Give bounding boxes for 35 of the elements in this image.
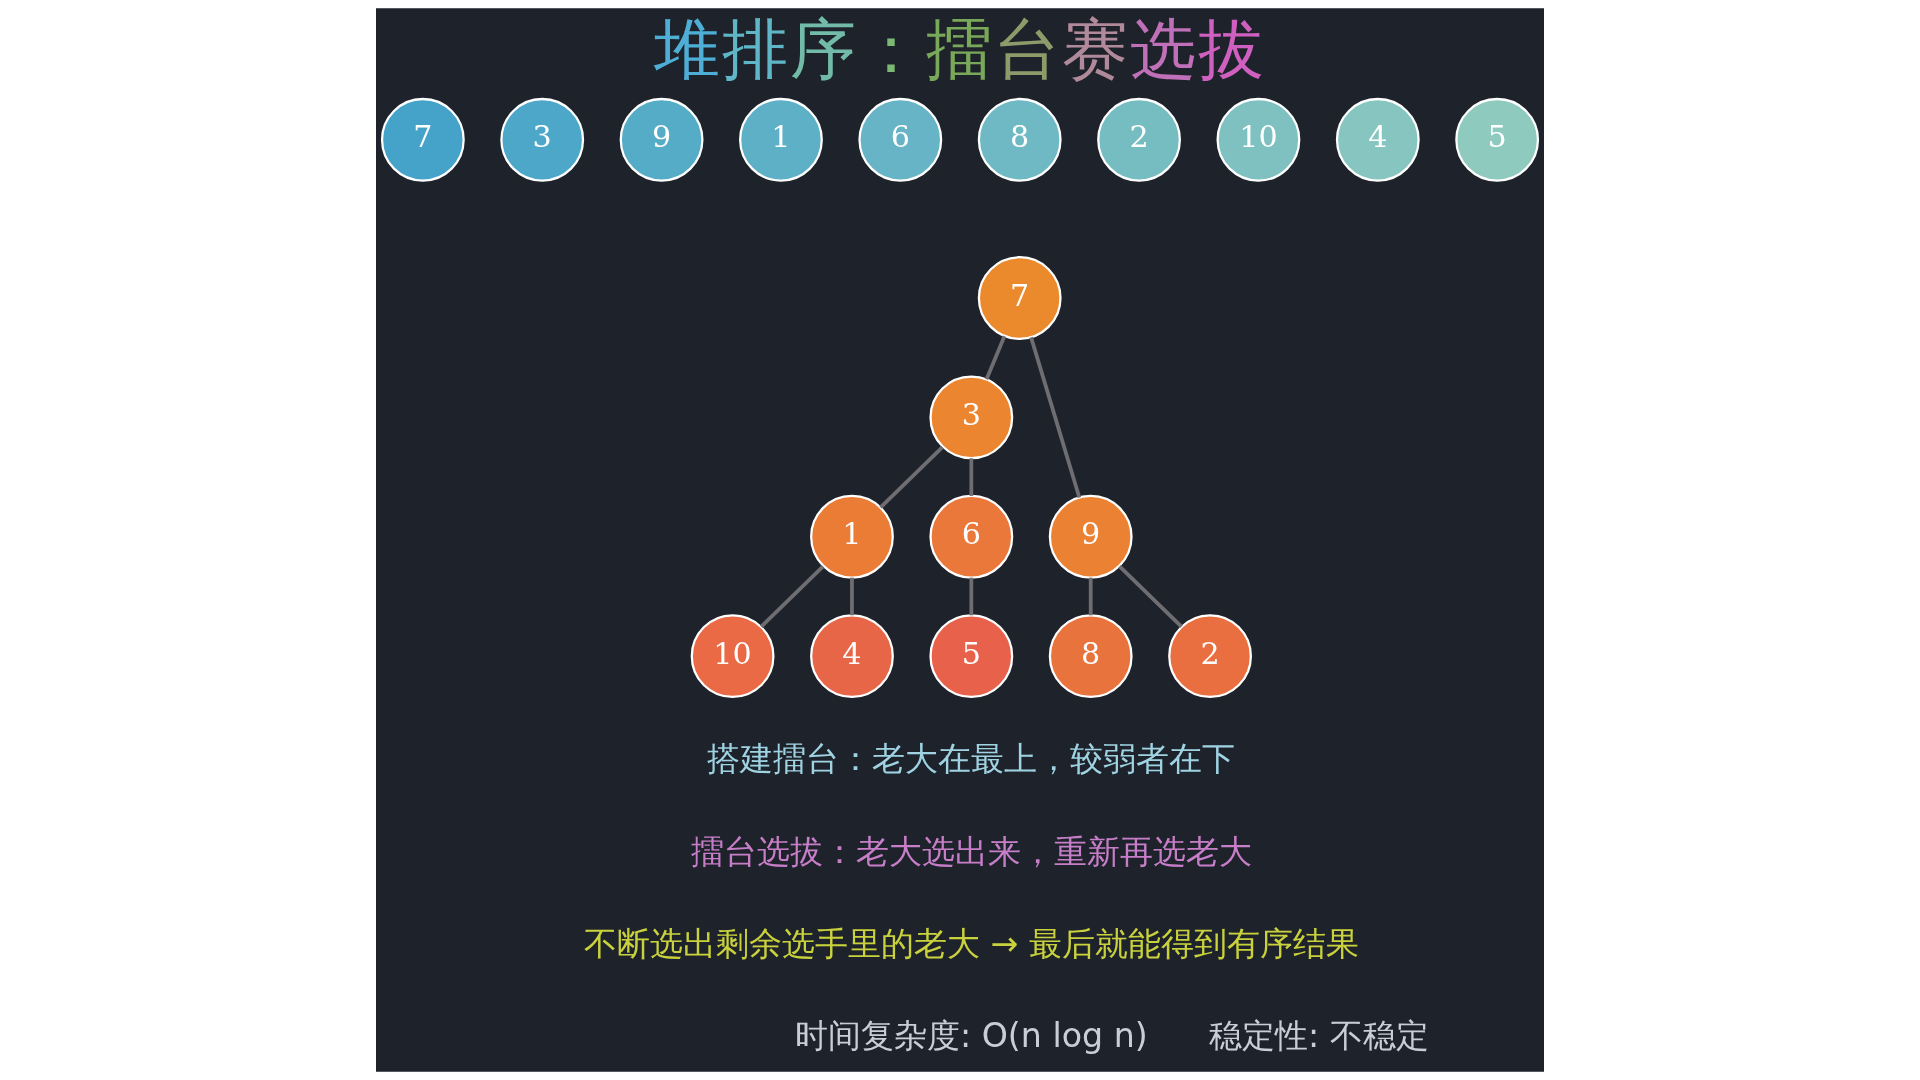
label: 擂台选拔：老大选出来，重新再选老大	[690, 831, 1252, 871]
connector	[1118, 565, 1183, 629]
node-circle: 5	[1455, 97, 1540, 182]
node-circle: 9	[1048, 494, 1133, 579]
node-circle: 2	[1168, 614, 1252, 699]
node-circle: 8	[977, 97, 1062, 182]
node-circle: 9	[619, 97, 704, 182]
node-circle: 7	[977, 256, 1062, 340]
connector	[850, 577, 854, 616]
node-circle: 1	[810, 494, 894, 579]
node-circle: 10	[1216, 97, 1301, 182]
connector	[969, 577, 974, 616]
node-circle: 8	[1048, 614, 1133, 699]
connector	[1029, 336, 1082, 499]
node-circle: 10	[690, 614, 775, 699]
connector	[969, 458, 974, 496]
label: 搭建擂台：老大在最上，较弱者在下	[707, 739, 1236, 779]
diagram-title: 堆排序：擂台赛选拔	[654, 10, 1264, 89]
connector	[984, 335, 1007, 381]
label: 稳定性: 不稳定	[1208, 1015, 1429, 1055]
node-circle: 4	[1335, 97, 1420, 182]
node-circle: 6	[858, 97, 943, 182]
label: 时间复杂度: O(n log n)	[794, 1015, 1148, 1055]
node-circle: 4	[810, 614, 894, 699]
node-circle: 6	[929, 494, 1014, 579]
connector	[879, 445, 944, 509]
node-circle: 5	[929, 614, 1014, 699]
connector	[759, 565, 825, 629]
node-circle: 2	[1097, 97, 1181, 182]
node-circle: 3	[929, 375, 1014, 460]
connector	[1088, 577, 1093, 616]
node-circle: 3	[500, 97, 585, 182]
node-circle: 7	[380, 97, 465, 182]
node-circle: 1	[739, 97, 823, 182]
label: 不断选出剩余选手里的老大 → 最后就能得到有序结果	[583, 923, 1359, 963]
